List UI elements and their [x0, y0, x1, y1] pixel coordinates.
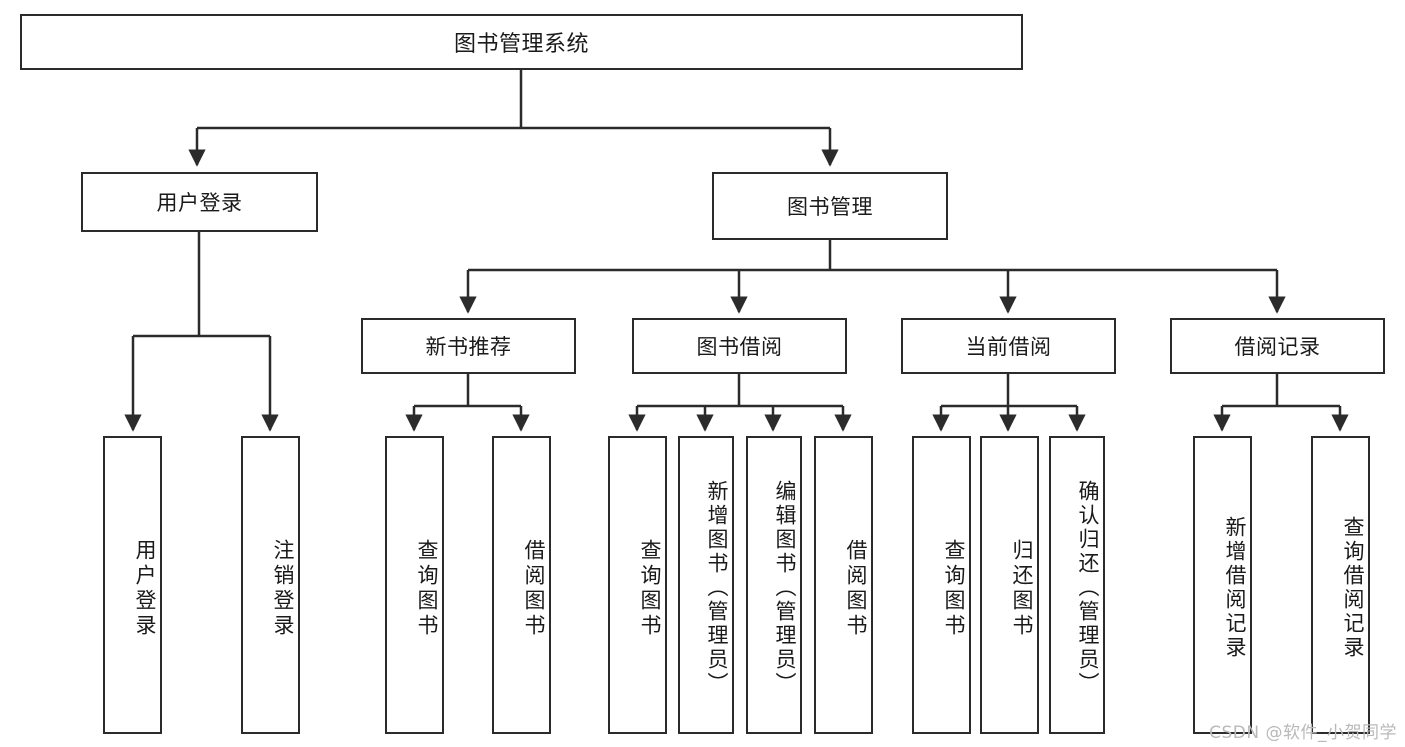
leaf-logout-login[interactable]: 注销登录 — [241, 436, 300, 734]
leaf-add-record[interactable]: 新增借阅记录 — [1193, 436, 1252, 734]
node-borrow-record[interactable]: 借阅记录 — [1170, 318, 1385, 374]
leaf-query-record[interactable]: 查询借阅记录 — [1311, 436, 1370, 734]
node-new-book-recommend[interactable]: 新书推荐 — [361, 318, 576, 374]
node-book-borrow[interactable]: 图书借阅 — [632, 318, 847, 374]
leaf-user-login[interactable]: 用户登录 — [103, 436, 162, 734]
node-current-borrow[interactable]: 当前借阅 — [901, 318, 1116, 374]
watermark-text: CSDN @软件_小贺同学 — [1209, 723, 1397, 743]
node-book-manage[interactable]: 图书管理 — [712, 172, 948, 240]
node-root[interactable]: 图书管理系统 — [20, 14, 1023, 70]
leaf-borrow-book-2[interactable]: 借阅图书 — [814, 436, 873, 734]
leaf-confirm-return[interactable]: 确认归还（管理员） — [1049, 436, 1105, 734]
leaf-borrow-book-1[interactable]: 借阅图书 — [492, 436, 551, 734]
leaf-edit-book[interactable]: 编辑图书（管理员） — [746, 436, 802, 734]
leaf-query-book-3[interactable]: 查询图书 — [912, 436, 971, 734]
leaf-query-book-1[interactable]: 查询图书 — [385, 436, 444, 734]
node-user-login[interactable]: 用户登录 — [81, 172, 318, 232]
leaf-add-book[interactable]: 新增图书（管理员） — [678, 436, 734, 734]
leaf-query-book-2[interactable]: 查询图书 — [608, 436, 667, 734]
leaf-return-book[interactable]: 归还图书 — [980, 436, 1039, 734]
